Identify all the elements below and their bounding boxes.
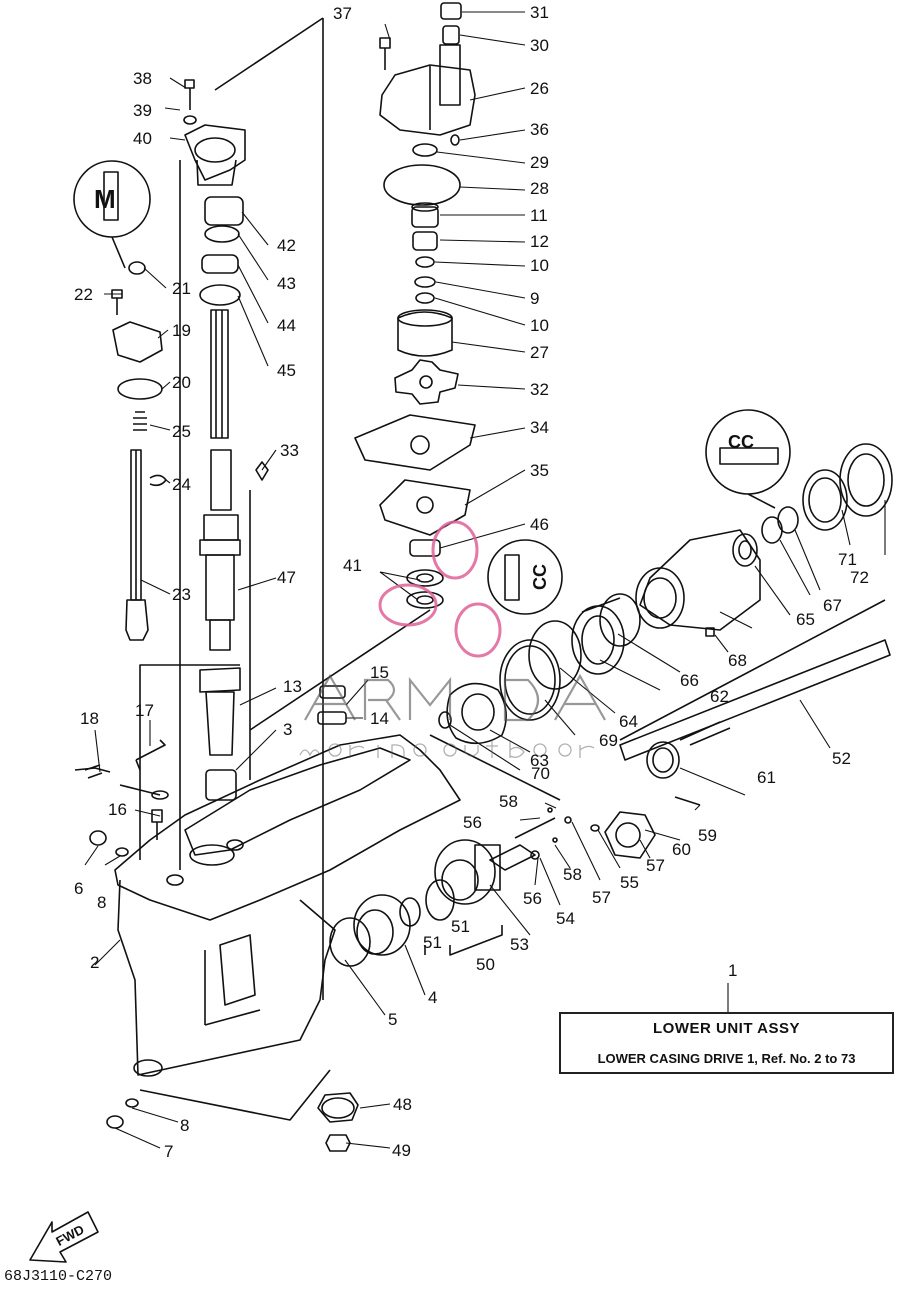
callout-56: 56 <box>523 889 542 908</box>
callout-40: 40 <box>133 129 152 148</box>
callout-7: 7 <box>164 1142 173 1161</box>
callout-52: 52 <box>832 749 851 768</box>
callout-57: 57 <box>646 856 665 875</box>
callout-2: 2 <box>90 953 99 972</box>
callout-28: 28 <box>530 179 549 198</box>
callout-26: 26 <box>530 79 549 98</box>
callout-22: 22 <box>74 285 93 304</box>
callout-69: 69 <box>599 731 618 750</box>
callout-42: 42 <box>277 236 296 255</box>
callout-11: 11 <box>530 206 548 225</box>
callout-29: 29 <box>530 153 549 172</box>
callout-32: 32 <box>530 380 549 399</box>
armada-watermark-logo <box>299 520 606 758</box>
callout-37: 37 <box>333 4 352 23</box>
callout-68: 68 <box>728 651 747 670</box>
callout-25: 25 <box>172 422 191 441</box>
callout-72: 72 <box>850 568 869 587</box>
callout-44: 44 <box>277 316 296 335</box>
callout-58: 58 <box>499 792 518 811</box>
callout-17: 17 <box>135 701 154 720</box>
callout-19: 19 <box>172 321 191 340</box>
assembly-title: LOWER UNIT ASSY <box>653 1020 800 1037</box>
callout-13: 13 <box>283 677 302 696</box>
callout-31: 31 <box>530 3 549 22</box>
callout-23: 23 <box>172 585 191 604</box>
callout-55: 55 <box>620 873 639 892</box>
callout-27: 27 <box>530 343 549 362</box>
callout-57: 57 <box>592 888 611 907</box>
inset-mark-b: CC <box>530 564 550 590</box>
assembly-subtitle: LOWER CASING DRIVE 1, Ref. No. 2 to 73 <box>597 1051 856 1066</box>
callout-48: 48 <box>393 1095 412 1114</box>
figure-code: 68J3110-C270 <box>4 1268 113 1285</box>
callout-63: 63 <box>530 751 549 770</box>
callout-45: 45 <box>277 361 296 380</box>
callout-10: 10 <box>530 256 549 275</box>
callout-8: 8 <box>97 893 106 912</box>
callout-9: 9 <box>530 289 539 308</box>
inset-mark-c: CC <box>728 432 754 452</box>
callout-18: 18 <box>80 709 99 728</box>
title-box: LOWER UNIT ASSY LOWER CASING DRIVE 1, Re… <box>559 1012 894 1074</box>
callout-51: 51 <box>423 933 442 952</box>
callout-20: 20 <box>172 373 191 392</box>
callout-34: 34 <box>530 418 549 437</box>
callout-51: 51 <box>451 917 470 936</box>
inset-mark-a: M <box>94 184 116 214</box>
callout-14: 14 <box>370 709 389 728</box>
callout-35: 35 <box>530 461 549 480</box>
callout-numbers: 1234567889101011121314151617181920212223… <box>74 3 869 1161</box>
callout-56: 56 <box>463 813 482 832</box>
callout-46: 46 <box>530 515 549 534</box>
callout-62: 62 <box>710 687 729 706</box>
callout-21: 21 <box>172 279 191 298</box>
callout-49: 49 <box>392 1141 411 1160</box>
callout-6: 6 <box>74 879 83 898</box>
callout-38: 38 <box>133 69 152 88</box>
callout-10: 10 <box>530 316 549 335</box>
callout-64: 64 <box>619 712 638 731</box>
callout-41: 41 <box>343 556 362 575</box>
callout-8: 8 <box>180 1116 189 1135</box>
callout-50: 50 <box>476 955 495 974</box>
callout-67: 67 <box>823 596 842 615</box>
callout-4: 4 <box>428 988 437 1007</box>
callout-33: 33 <box>280 441 299 460</box>
callout-61: 61 <box>757 768 776 787</box>
callout-30: 30 <box>530 36 549 55</box>
callout-5: 5 <box>388 1010 397 1029</box>
callout-66: 66 <box>680 671 699 690</box>
fwd-label: FWD <box>53 1222 86 1249</box>
callout-65: 65 <box>796 610 815 629</box>
callout-58: 58 <box>563 865 582 884</box>
callout-54: 54 <box>556 909 575 928</box>
callout-60: 60 <box>672 840 691 859</box>
callout-39: 39 <box>133 101 152 120</box>
callout-59: 59 <box>698 826 717 845</box>
callout-24: 24 <box>172 475 191 494</box>
callout-3: 3 <box>283 720 292 739</box>
callout-70: 70 <box>531 764 550 783</box>
callout-12: 12 <box>530 232 549 251</box>
callout-36: 36 <box>530 120 549 139</box>
callout-15: 15 <box>370 663 389 682</box>
callout-53: 53 <box>510 935 529 954</box>
callout-47: 47 <box>277 568 296 587</box>
callout-1: 1 <box>728 961 737 980</box>
callout-43: 43 <box>277 274 296 293</box>
callout-71: 71 <box>838 550 857 569</box>
callout-16: 16 <box>108 800 127 819</box>
